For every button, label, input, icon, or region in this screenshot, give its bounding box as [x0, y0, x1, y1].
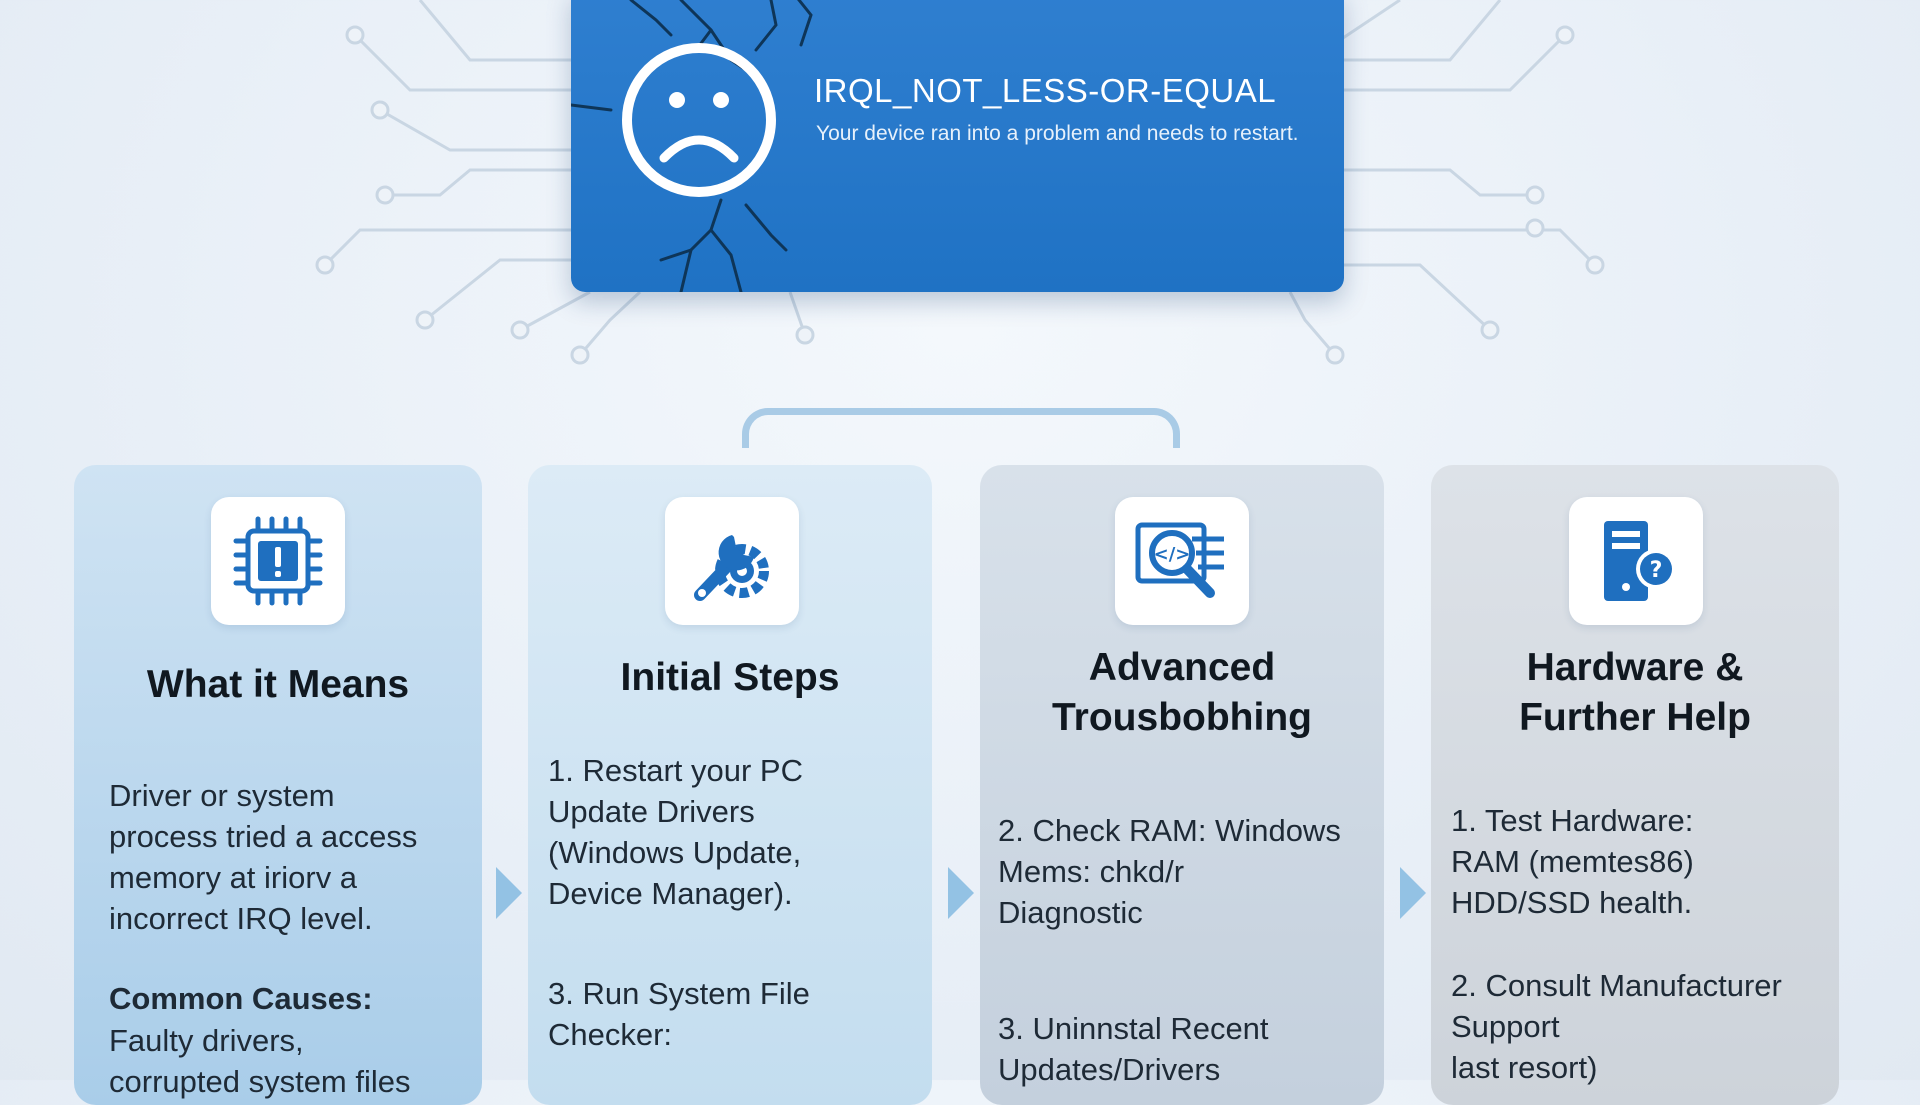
circuit-background [315, 0, 1605, 365]
card-body: Driver or system process tried a access … [109, 778, 418, 936]
error-screen: IRQL_NOT_LESS-OR-EQUAL Your device ran i… [571, 0, 1344, 292]
common-causes-heading: Common Causes: [109, 981, 373, 1016]
card-title-line-1: Hardware & [1526, 646, 1744, 689]
svg-text:?: ? [1650, 558, 1663, 583]
card-advanced-troubleshooting: </> Advanced Trousbobhing 2. Check RAM: … [980, 465, 1384, 1105]
step-list-1: 1. Restart your PC Update Drivers (Windo… [548, 753, 803, 911]
card-hardware-help: ? Hardware & Further Help 1. Test Hardwa… [1431, 465, 1839, 1105]
wrench-gear-icon [665, 497, 799, 625]
card-what-it-means: What it Means Driver or system process t… [74, 465, 482, 1105]
code-search-icon: </> [1115, 497, 1249, 625]
error-message: Your device ran into a problem and needs… [816, 122, 1299, 145]
connector-bracket [742, 408, 1180, 448]
server-help-icon: ? [1569, 497, 1703, 625]
step-list-1: 2. Check RAM: Windows Mems: chkd/r Diagn… [998, 813, 1341, 930]
common-causes-text: Faulty drivers, corrupted system files [109, 1023, 411, 1099]
stop-code: IRQL_NOT_LESS-OR-EQUAL [814, 72, 1277, 109]
card-title-line-2: Further Help [1519, 696, 1751, 739]
svg-text:</>: </> [1154, 544, 1191, 565]
card-initial-steps: Initial Steps 1. Restart your PC Update … [528, 465, 932, 1105]
card-title: Initial Steps [620, 656, 840, 699]
chip-alert-icon [211, 497, 345, 625]
crack-lines [571, 0, 813, 292]
sad-face-icon [622, 43, 776, 197]
step-list-2: 3. Run System File Checker: [548, 976, 810, 1052]
flow-arrow [948, 867, 974, 919]
step-list-1: 1. Test Hardware: RAM (memtes86) HDD/SSD… [1451, 803, 1694, 920]
flow-arrow [496, 867, 522, 919]
card-title: What it Means [146, 663, 410, 706]
flow-arrow [1400, 867, 1426, 919]
card-title-line-1: Advanced [1088, 646, 1276, 689]
card-title-line-2: Trousbobhing [1052, 696, 1312, 739]
step-list-2: 3. Uninnstal Recent Updates/Drivers [998, 1011, 1269, 1087]
step-list-2: 2. Consult Manufacturer Support last res… [1451, 968, 1782, 1085]
